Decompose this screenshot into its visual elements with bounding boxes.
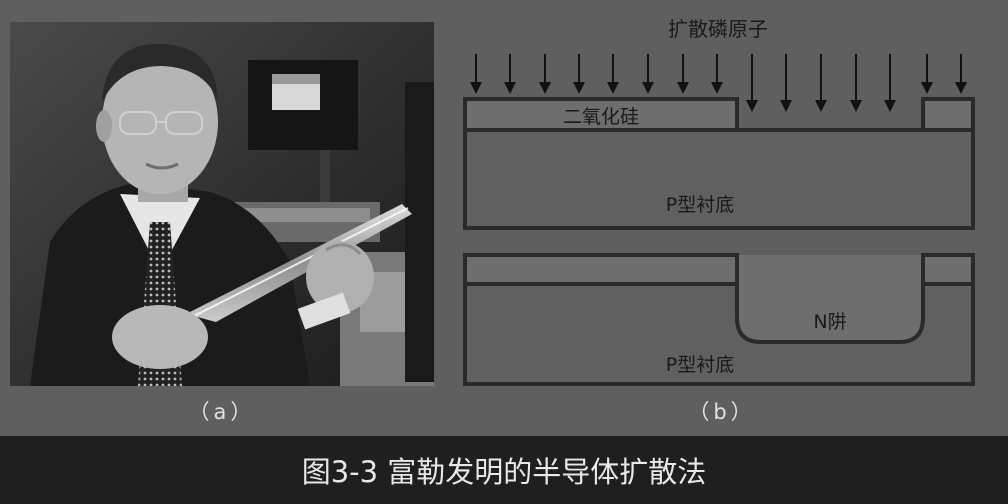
oxide-layer-left: [463, 97, 739, 132]
diffusion-diagram: 扩散磷原子 二氧化硅 P型衬底: [463, 17, 975, 386]
caption-b: （b）: [688, 400, 756, 424]
n-well-label: N阱: [813, 311, 846, 333]
photo-panel: [10, 22, 434, 386]
n-well: [735, 255, 925, 344]
oxide-label: 二氧化硅: [563, 106, 639, 128]
p-substrate-top: [463, 128, 975, 230]
oxide-layer-left-bottom: [463, 253, 739, 286]
substrate-label-top: P型衬底: [666, 194, 734, 216]
caption-a: （a）: [188, 400, 256, 424]
figure-title-bar: 图3-3 富勒发明的半导体扩散法: [0, 436, 1008, 504]
substrate-label-bottom: P型衬底: [666, 354, 734, 376]
down-arrow-icon: [470, 54, 967, 112]
photo-illustration: [10, 22, 434, 386]
phosphorus-label: 扩散磷原子: [668, 17, 768, 41]
figure-title: 图3-3 富勒发明的半导体扩散法: [301, 455, 707, 489]
oxide-layer-right: [921, 97, 975, 132]
oxide-layer-right-bottom: [921, 253, 975, 286]
